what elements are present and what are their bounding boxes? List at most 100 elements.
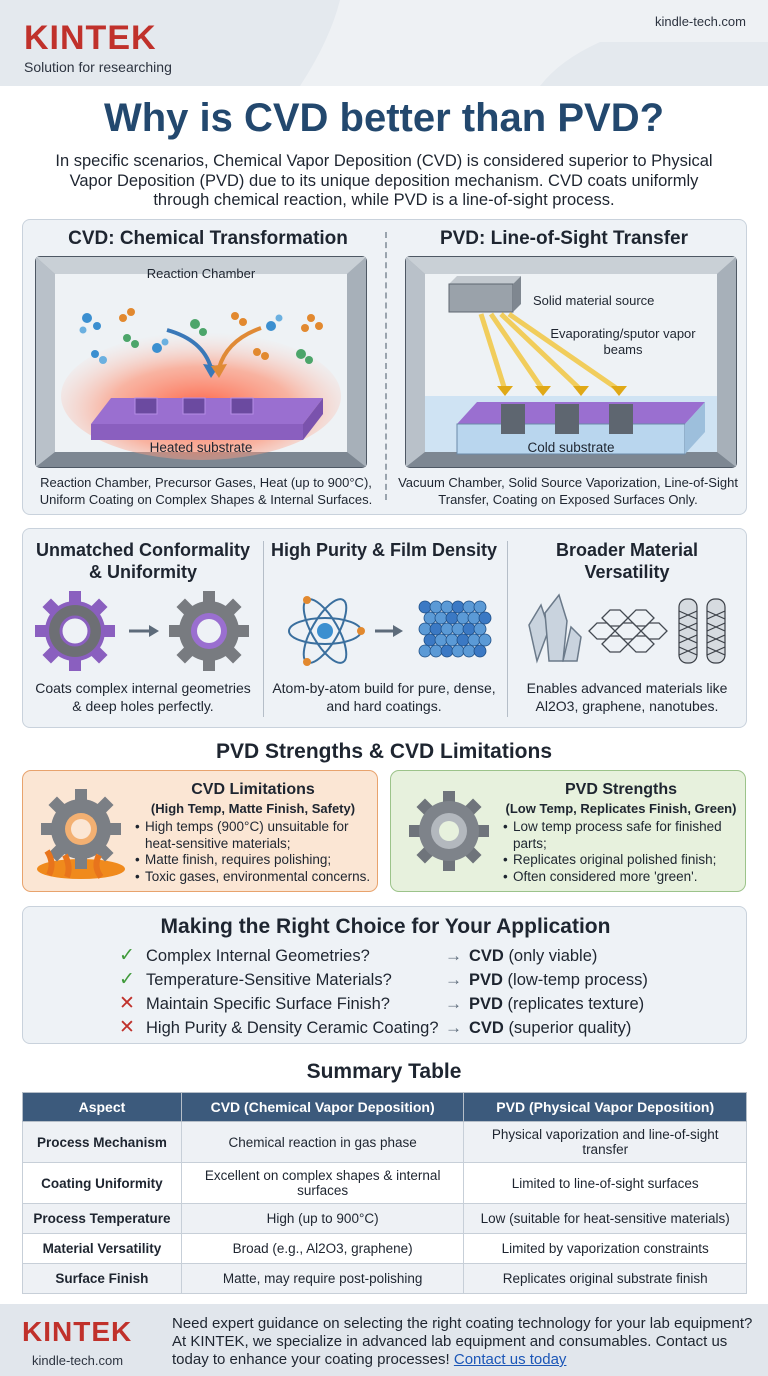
cvd-panel-title: CVD: Chemical Transformation (68, 228, 348, 249)
cross-icon: ✕ (119, 1017, 135, 1038)
kintek-logo[interactable]: KINTEK Solution for researching (24, 20, 172, 75)
strengths-section-title: PVD Strengths & CVD Limitations (215, 740, 553, 763)
table-cell: Process Mechanism (22, 1121, 182, 1163)
footer-text: Need expert guidance on selecting the ri… (172, 1315, 753, 1368)
gear-coating-icon (35, 591, 249, 671)
lattice-atom (462, 622, 476, 636)
table-cell: Coating Uniformity (22, 1162, 182, 1204)
lattice-atom (462, 600, 476, 614)
cvd-caption: Reaction Chamber, Precursor Gases, Heat … (39, 475, 373, 507)
lattice-atom (440, 644, 454, 658)
choice-answer: PVD (replicates texture) (469, 995, 644, 1014)
cvd-limitations-title: CVD Limitations (191, 781, 315, 798)
atom-to-lattice-icon (288, 596, 492, 666)
choice-question: High Purity & Density Ceramic Coating? (146, 1019, 439, 1037)
table-row: Material Versatility Broad (e.g., Al2O3,… (22, 1233, 747, 1264)
lattice-atom (440, 622, 454, 636)
table-row: Surface Finish Matte, may require post-p… (22, 1263, 747, 1294)
choice-row: ✕Maintain Specific Surface Finish?→PVD (… (119, 993, 679, 1017)
lattice-atom (423, 611, 437, 625)
arrow-right-icon: → (445, 1018, 462, 1037)
table-header-cell: CVD (Chemical Vapor Deposition) (180, 1092, 465, 1122)
lattice-atom (418, 600, 432, 614)
pvd-chamber-illustration (405, 256, 737, 468)
table-cell: Process Temperature (22, 1203, 182, 1234)
arrow-right-icon: → (445, 946, 462, 965)
advantage-caption-versatility: Enables advanced materials like Al2O3, g… (526, 680, 728, 714)
check-icon: ✓ (119, 945, 135, 966)
footer-logo[interactable]: KINTEK (22, 1316, 133, 1347)
table-row: Process Temperature High (up to 900°C) L… (22, 1203, 747, 1234)
table-cell: Excellent on complex shapes & internal s… (180, 1162, 465, 1204)
summary-title: Summary Table (306, 1060, 462, 1083)
choice-answer-method: PVD (469, 971, 503, 989)
footer: KINTEK kindle-tech.com Need expert guida… (0, 1304, 768, 1376)
pvd-strengths-title: PVD Strengths (564, 781, 677, 798)
advantage-caption-conformality: Coats complex internal geometries & deep… (35, 680, 251, 714)
advantage-caption-purity: Atom-by-atom build for pure, dense, and … (272, 680, 496, 714)
table-cell: Low (suitable for heat-sensitive materia… (463, 1203, 747, 1234)
cvd-advantages-panel: Unmatched Conformality & Uniformity High… (22, 528, 747, 728)
choice-answer-method: PVD (469, 995, 503, 1013)
cvd-limitations-card: CVD Limitations (High Temp, Matte Finish… (22, 770, 378, 892)
choice-answer: PVD (low-temp process) (469, 971, 648, 990)
table-cell: High (up to 900°C) (180, 1203, 465, 1234)
lattice-atom (418, 622, 432, 636)
choice-answer-method: CVD (469, 947, 504, 965)
lattice-atom (478, 611, 492, 625)
lattice-atom (451, 600, 465, 614)
table-cell: Matte, may require post-polishing (180, 1263, 465, 1294)
lattice-atom (473, 644, 487, 658)
pvd-beam-label: Evaporating/sputor vapor beams (550, 326, 696, 357)
graphene-sheet (588, 609, 668, 653)
lattice-cluster (418, 600, 492, 658)
gear-icon (409, 791, 489, 871)
intro-text: In specific scenarios, Chemical Vapor De… (55, 152, 713, 209)
lattice-atom (456, 611, 470, 625)
lattice-atom (434, 611, 448, 625)
choice-question: Maintain Specific Surface Finish? (146, 995, 390, 1013)
choice-row: ✓Complex Internal Geometries?→CVD (only … (119, 945, 679, 969)
logo-tagline: Solution for researching (24, 59, 172, 75)
list-item: Often considered more 'green'. (503, 869, 743, 886)
lattice-atom (445, 633, 459, 647)
column-divider (263, 541, 264, 717)
page-title: Why is CVD better than PVD? (103, 96, 665, 140)
list-item: Replicates original polished finish; (503, 852, 743, 869)
cvd-limitations-subtitle: (High Temp, Matte Finish, Safety) (150, 801, 356, 816)
lattice-atom (451, 622, 465, 636)
nanotubes (678, 598, 726, 664)
site-url[interactable]: kindle-tech.com (654, 14, 746, 29)
lattice-atom (451, 644, 465, 658)
header: KINTEK Solution for researching kindle-t… (0, 0, 768, 86)
table-cell: Material Versatility (22, 1233, 182, 1264)
table-cell: Replicates original substrate finish (463, 1263, 747, 1294)
contact-link[interactable]: Contact us today (453, 1351, 567, 1368)
choice-answer-note: (only viable) (508, 947, 598, 965)
lattice-atom (462, 644, 476, 658)
table-cell: Limited by vaporization constraints (463, 1233, 747, 1264)
choice-title: Making the Right Choice for Your Applica… (160, 915, 611, 938)
logo-wordmark: KINTEK (24, 19, 157, 57)
cvd-chamber-illustration (35, 256, 367, 468)
header-background (0, 0, 768, 86)
pvd-strengths-card: PVD Strengths (Low Temp, Replicates Fini… (390, 770, 746, 892)
vapor-beams (478, 311, 621, 393)
melting-gear-icon (37, 789, 125, 879)
footer-cta: Need expert guidance on selecting the ri… (172, 1315, 758, 1369)
choice-answer: CVD (superior quality) (469, 1019, 631, 1038)
footer-site-url[interactable]: kindle-tech.com (32, 1353, 124, 1368)
choice-answer-method: CVD (469, 1019, 504, 1037)
column-divider (507, 541, 508, 717)
pvd-panel-title: PVD: Line-of-Sight Transfer (439, 228, 689, 249)
summary-table: Aspect CVD (Chemical Vapor Deposition) P… (22, 1092, 747, 1294)
choice-row: ✕ High Purity & Density Ceramic Coating? →… (119, 1017, 679, 1041)
lattice-atom (440, 600, 454, 614)
advantage-title-conformality: Unmatched Conformality & Uniformity (35, 540, 251, 582)
lattice-atom (473, 622, 487, 636)
choice-answer-note: (superior quality) (508, 1019, 632, 1037)
list-item: Matte finish, requires polishing; (135, 852, 375, 869)
choice-answer: CVD (only viable) (469, 947, 597, 966)
lattice-atom (473, 600, 487, 614)
pvd-caption: Vacuum Chamber, Solid Source Vaporizatio… (398, 475, 738, 507)
